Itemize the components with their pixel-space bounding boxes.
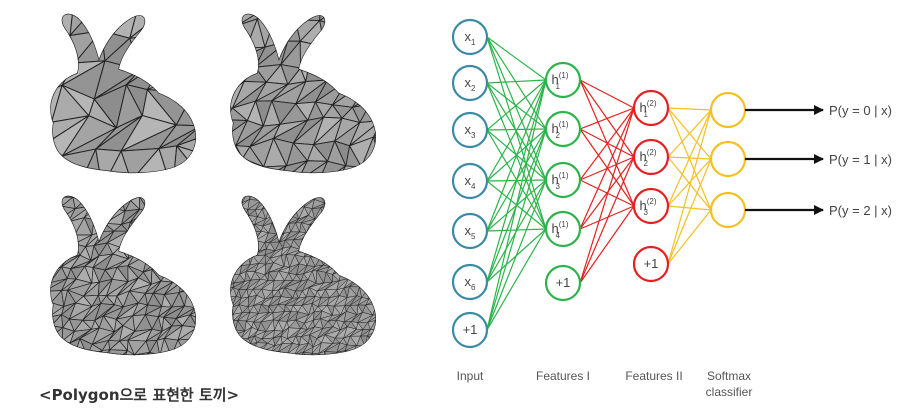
layer-label-softmax-line1: Softmax <box>707 369 751 383</box>
features2-node-h3: h(2)3 <box>634 189 668 223</box>
input-node-x2: x2 <box>453 66 487 100</box>
edge-f2-2-to-softmax-1 <box>668 159 711 206</box>
edge-f1-0-to-f2-0 <box>580 80 634 108</box>
features2-bias-node-label: +1 <box>644 256 659 271</box>
layer-label-softmax-line2: classifier <box>706 385 753 399</box>
features1-node-h4: h(1)4 <box>546 212 580 246</box>
bunny-fine-mesh <box>33 170 223 367</box>
input-node-x5: x5 <box>453 214 487 248</box>
softmax-node-1 <box>711 142 745 176</box>
output-probabilities: P(y = 0 | x) P(y = 1 | x) P(y = 2 | x) <box>745 103 892 218</box>
layer-label-features-1: Features I <box>536 369 590 383</box>
edge-input-6-to-f1-3 <box>487 229 546 330</box>
input-node-x6: x6 <box>453 265 487 299</box>
connection-lines <box>487 37 711 330</box>
bunny-mesh-illustration <box>33 3 385 367</box>
features1-node-h3: h(1)3 <box>546 163 580 197</box>
edge-input-0-to-f1-3 <box>487 37 546 229</box>
edge-input-6-to-f1-0 <box>487 80 546 330</box>
input-node-x4: x4 <box>453 164 487 198</box>
input-node-x1: x1 <box>453 20 487 54</box>
layer-label-features-2: Features II <box>625 369 682 383</box>
edge-f2-3-to-softmax-1 <box>668 159 711 264</box>
features2-node-h2: h(2)2 <box>634 140 668 174</box>
features1-node-h1: h(1)1 <box>546 63 580 97</box>
input-node-x3: x3 <box>453 113 487 147</box>
neural-network-diagram: x1 x2 x3 x4 x5 x6 +1 h(1)1 h(1)2 h(1)3 h(1)4 +1 h(2)… <box>420 0 901 416</box>
features1-node-h2: h(1)2 <box>546 112 580 146</box>
output-label-1: P(y = 1 | x) <box>829 152 892 167</box>
edge-f2-0-to-softmax-0 <box>668 108 711 110</box>
features2-bias-node: +1 <box>634 247 668 281</box>
edge-f2-2-to-softmax-2 <box>668 206 711 210</box>
edge-f1-4-to-f2-0 <box>580 108 634 283</box>
layer-labels: Input Features I Features II Softmax classif… <box>457 369 753 399</box>
bunny-medium-mesh <box>190 3 385 188</box>
bunny-finest-mesh <box>205 175 385 364</box>
edge-f2-1-to-softmax-2 <box>668 157 711 210</box>
neural-network-svg: x1 x2 x3 x4 x5 x6 +1 h(1)1 h(1)2 h(1)3 h(1)4 +1 h(2)… <box>420 0 901 416</box>
bunny-caption: <Polygon으로 표현한 토끼> <box>39 384 239 405</box>
input-bias-node: +1 <box>453 313 487 347</box>
features1-bias-node: +1 <box>546 266 580 300</box>
softmax-node-2 <box>711 193 745 227</box>
features1-bias-node-label: +1 <box>556 275 571 290</box>
output-label-2: P(y = 2 | x) <box>829 203 892 218</box>
bunny-mesh-panel <box>33 3 385 367</box>
input-bias-node-label: +1 <box>463 322 478 337</box>
edge-f2-3-to-softmax-2 <box>668 210 711 264</box>
features2-node-h1: h(2)1 <box>634 91 668 125</box>
layer-label-input: Input <box>457 369 484 383</box>
output-label-0: P(y = 0 | x) <box>829 103 892 118</box>
softmax-node-0 <box>711 93 745 127</box>
bunny-coarse-mesh <box>33 3 238 192</box>
